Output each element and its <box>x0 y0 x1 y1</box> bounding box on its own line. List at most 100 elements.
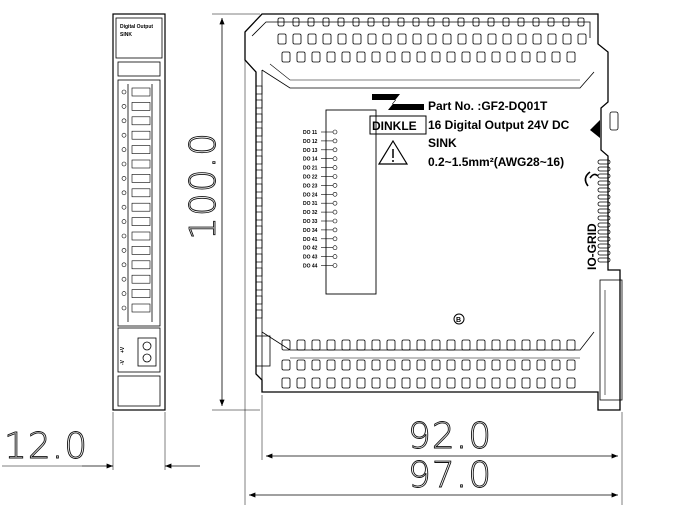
side-screw <box>131 246 151 255</box>
vent-slot <box>461 377 471 389</box>
vent-slot <box>461 51 471 63</box>
dimension-lines: 100.0 12.0 92.0 97.0 <box>2 13 623 505</box>
vent-slot <box>277 33 287 45</box>
lug <box>255 183 263 193</box>
side-view: Digital Output SINK +V -V <box>112 13 166 411</box>
vent-slot <box>341 51 351 63</box>
terminal-pin <box>332 209 338 215</box>
lug <box>255 267 263 277</box>
vent-slot <box>367 33 377 45</box>
side-lugs <box>255 85 263 319</box>
vent-slot <box>416 359 426 371</box>
lug <box>255 127 263 137</box>
side-pin <box>121 132 127 138</box>
fin <box>597 257 611 263</box>
side-pin <box>121 262 127 268</box>
vent-slot <box>416 377 426 389</box>
vent-slot <box>491 51 501 63</box>
vent-slot <box>446 339 456 351</box>
side-pin <box>121 104 127 109</box>
vent-slot <box>412 17 420 27</box>
vent-slot <box>397 33 407 45</box>
vent-slot <box>337 33 347 45</box>
side-pin <box>121 248 127 253</box>
vent-slot <box>476 51 486 63</box>
side-pin <box>121 219 127 224</box>
terminal-label: DO 14 <box>303 157 318 163</box>
vent-slot <box>296 359 306 371</box>
vent-slot <box>326 51 336 63</box>
vent-slot <box>502 17 510 27</box>
vent-slot <box>442 17 450 27</box>
terminal-label: DO 13 <box>303 148 318 154</box>
fin <box>597 243 611 249</box>
vent-slot <box>341 359 351 371</box>
side-pin <box>121 190 127 196</box>
terminal-pin <box>332 254 338 259</box>
vent-slot <box>506 339 516 351</box>
lug <box>255 141 263 151</box>
vent-slot <box>551 359 561 371</box>
vent-slot <box>277 17 285 27</box>
vent-slot <box>461 359 471 371</box>
vent-slot <box>517 33 527 45</box>
side-screw <box>131 217 151 226</box>
lug <box>255 281 263 291</box>
side-screw <box>131 289 151 298</box>
vent-slot <box>326 359 336 371</box>
side-pin <box>121 161 127 167</box>
side-screw <box>131 130 151 140</box>
side-screw <box>131 116 151 126</box>
vent-slot <box>337 17 345 27</box>
fin <box>597 250 611 256</box>
lug <box>255 309 263 319</box>
fin <box>597 159 611 165</box>
vent-slot <box>551 51 561 63</box>
power-label-minus: -V <box>120 359 126 365</box>
vent-slot <box>431 339 441 351</box>
side-pin <box>121 276 127 282</box>
vent-slot <box>416 339 426 351</box>
vent-slot <box>311 377 321 389</box>
vent-slot <box>352 17 360 27</box>
fin <box>597 201 611 207</box>
terminal-pin <box>332 147 338 153</box>
terminal-label: DO 21 <box>303 166 318 172</box>
side-pin <box>121 89 127 95</box>
lug <box>255 253 263 263</box>
vent-slot <box>476 359 486 371</box>
vent-slot <box>281 51 291 63</box>
terminal-label: DO 24 <box>303 192 318 198</box>
vent-slot <box>457 17 465 27</box>
vent-slot <box>356 359 366 371</box>
fin <box>597 236 611 242</box>
vent-slot <box>506 377 516 389</box>
brand-logo-text: DINKLE <box>372 119 417 133</box>
side-screw <box>131 260 151 270</box>
vent-slot <box>517 17 525 27</box>
vent-slot <box>326 377 336 389</box>
side-screw <box>131 202 151 212</box>
terminal-label: DO 23 <box>303 183 318 189</box>
vent-slot <box>472 17 480 27</box>
vent-slot <box>427 33 437 45</box>
vent-slot <box>281 359 291 371</box>
lug <box>255 113 263 123</box>
vent-slot <box>491 377 501 389</box>
vent-slot <box>536 359 546 371</box>
terminal-pin <box>332 227 338 233</box>
terminal-pin <box>332 236 338 242</box>
vent-slot <box>476 339 486 351</box>
lug <box>255 155 263 165</box>
fin <box>597 194 611 200</box>
vent-slot <box>566 51 576 63</box>
fin <box>597 187 611 193</box>
fin <box>597 180 611 186</box>
side-screw <box>131 188 151 198</box>
vent-slot <box>457 33 467 45</box>
side-label-line1: Digital Output <box>120 24 153 30</box>
vent-slot <box>401 51 411 63</box>
terminal-label: DO 12 <box>303 139 318 145</box>
